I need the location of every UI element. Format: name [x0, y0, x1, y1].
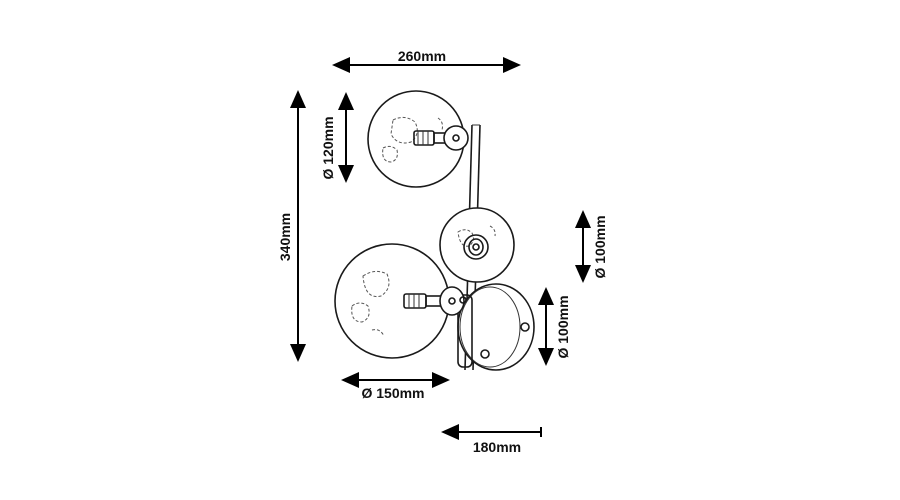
middle-globe-diameter-arrow	[575, 210, 591, 283]
top-glass-globe	[367, 90, 469, 188]
top-globe-diameter-arrow	[338, 92, 354, 183]
backplate-diameter-label: Ø 100mm	[555, 295, 571, 358]
large-glass-globe	[334, 243, 467, 359]
depth-dimension-arrow	[441, 424, 542, 440]
height-dimension-label: 340mm	[277, 213, 293, 261]
width-dimension-arrow	[332, 57, 521, 73]
width-dimension-label: 260mm	[398, 48, 446, 64]
middle-glass-globe	[439, 207, 515, 283]
depth-dimension-label: 180mm	[473, 439, 521, 455]
middle-globe-diameter-label: Ø 100mm	[592, 215, 608, 278]
wall-lamp-illustration	[334, 90, 535, 371]
large-globe-diameter-arrow	[341, 372, 450, 388]
wall-backplate	[457, 283, 535, 371]
large-globe-diameter-label: Ø 150mm	[361, 385, 424, 401]
height-dimension-arrow	[290, 90, 306, 362]
backplate-diameter-arrow	[538, 287, 554, 366]
top-globe-diameter-label: Ø 120mm	[320, 116, 336, 179]
